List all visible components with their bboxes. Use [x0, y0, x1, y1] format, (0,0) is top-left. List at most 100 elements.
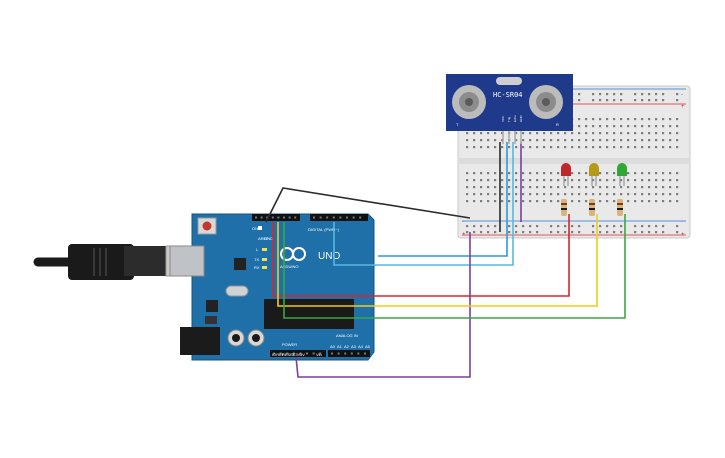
breadboard-hole: [592, 231, 595, 234]
breadboard-hole: [571, 179, 574, 182]
breadboard-hole: [634, 193, 637, 196]
breadboard-hole: [578, 118, 581, 121]
breadboard-hole: [473, 200, 476, 203]
breadboard-hole: [494, 186, 497, 189]
breadboard-hole: [648, 179, 651, 182]
breadboard-hole: [676, 179, 679, 182]
breadboard-hole: [641, 118, 644, 121]
wire-green-led[interactable]: [283, 214, 626, 319]
breadboard-hole: [599, 225, 602, 228]
breadboard-hole: [648, 231, 651, 234]
breadboard-hole: [578, 125, 581, 128]
breadboard-hole: [599, 125, 602, 128]
breadboard-hole: [606, 146, 609, 149]
wires[interactable]: [265, 142, 626, 378]
breadboard-hole: [550, 132, 553, 135]
breadboard-hole: [466, 146, 469, 149]
breadboard-hole: [634, 225, 637, 228]
header-pin: [266, 216, 269, 219]
breadboard-hole: [508, 172, 511, 175]
usb-cable[interactable]: [33, 244, 199, 280]
breadboard-hole: [627, 146, 630, 149]
wire-purple-5v[interactable]: [295, 232, 471, 378]
breadboard-hole: [515, 132, 518, 135]
wire-black-gnd-diag[interactable]: [265, 187, 471, 223]
led-green[interactable]: [617, 163, 627, 186]
breadboard-hole: [536, 186, 539, 189]
breadboard-hole: [487, 139, 490, 142]
breadboard-hole: [662, 200, 665, 203]
breadboard-hole: [578, 146, 581, 149]
reset-button-cap[interactable]: [202, 221, 212, 231]
breadboard-hole: [571, 172, 574, 175]
breadboard-hole: [613, 93, 616, 96]
wire-blue-trig[interactable]: [378, 142, 508, 257]
analog-header: [328, 350, 370, 357]
l-led: [262, 248, 267, 251]
breadboard-hole: [641, 139, 644, 142]
header-pins: [255, 216, 366, 355]
breadboard-hole: [648, 93, 651, 96]
analog-pin-a2: A2: [344, 344, 350, 349]
header-pin: [273, 352, 275, 355]
breadboard-hole: [571, 139, 574, 142]
breadboard-hole: [494, 225, 497, 228]
breadboard-hole: [480, 193, 483, 196]
resistor-3[interactable]: [617, 199, 623, 216]
sensor-right-mark: R: [556, 122, 559, 127]
breadboard-hole: [648, 139, 651, 142]
breadboard-hole: [571, 146, 574, 149]
breadboard-hole: [487, 193, 490, 196]
resistor-2[interactable]: [589, 199, 595, 216]
header-pin: [337, 352, 340, 355]
led-yellow-body: [589, 163, 599, 176]
header-pin: [288, 216, 291, 219]
breadboard-hole: [543, 139, 546, 142]
breadboard-hole: [494, 132, 497, 135]
power-jack[interactable]: [180, 327, 220, 355]
breadboard-hole: [627, 186, 630, 189]
header-pin: [331, 352, 333, 355]
breadboard-hole: [557, 179, 560, 182]
resistors[interactable]: [561, 199, 623, 216]
breadboard-hole: [606, 139, 609, 142]
wire-yellow-led[interactable]: [277, 214, 598, 307]
breadboard-hole: [564, 139, 567, 142]
breadboard-hole: [501, 139, 504, 142]
breadboard-hole: [564, 179, 567, 182]
breadboard-hole: [620, 193, 623, 196]
breadboard-hole: [662, 132, 665, 135]
breadboard-hole: [669, 186, 672, 189]
breadboard-hole: [620, 186, 623, 189]
resistor-2-band-b: [589, 208, 595, 210]
breadboard-hole: [578, 132, 581, 135]
breadboard-hole: [634, 200, 637, 203]
breadboard-hole: [515, 225, 518, 228]
wire-cyan-echo[interactable]: [333, 142, 514, 266]
breadboard-hole: [480, 231, 483, 234]
digital-header-left: [252, 214, 300, 221]
breadboard-hole: [536, 200, 539, 203]
breadboard-hole: [662, 146, 665, 149]
breadboard-hole: [655, 225, 658, 228]
led-yellow[interactable]: [589, 163, 599, 186]
sensor-pin-label-trig: Trig: [507, 117, 511, 122]
arduino-uno-board[interactable]: ARDUINO UNO DIGITAL (PWM~) POWER ANALOG …: [169, 213, 375, 361]
breadboard-hole: [578, 193, 581, 196]
breadboard-hole: [578, 231, 581, 234]
header-pin: [292, 352, 295, 355]
breadboard-hole: [676, 99, 679, 102]
breadboard-hole: [578, 172, 581, 175]
breadboard-hole: [627, 125, 630, 128]
breadboard-hole: [606, 99, 609, 102]
led-red[interactable]: [561, 163, 571, 186]
breadboard-hole: [473, 172, 476, 175]
resistor-1[interactable]: [561, 199, 567, 216]
breadboard-hole: [606, 225, 609, 228]
breadboard-hole: [480, 179, 483, 182]
hc-sr04-sensor[interactable]: HC-SR04 T R VCC Trig Echo GND: [446, 74, 573, 144]
breadboard-hole: [648, 99, 651, 102]
breadboard-hole: [487, 179, 490, 182]
wire-red-led[interactable]: [272, 214, 570, 297]
